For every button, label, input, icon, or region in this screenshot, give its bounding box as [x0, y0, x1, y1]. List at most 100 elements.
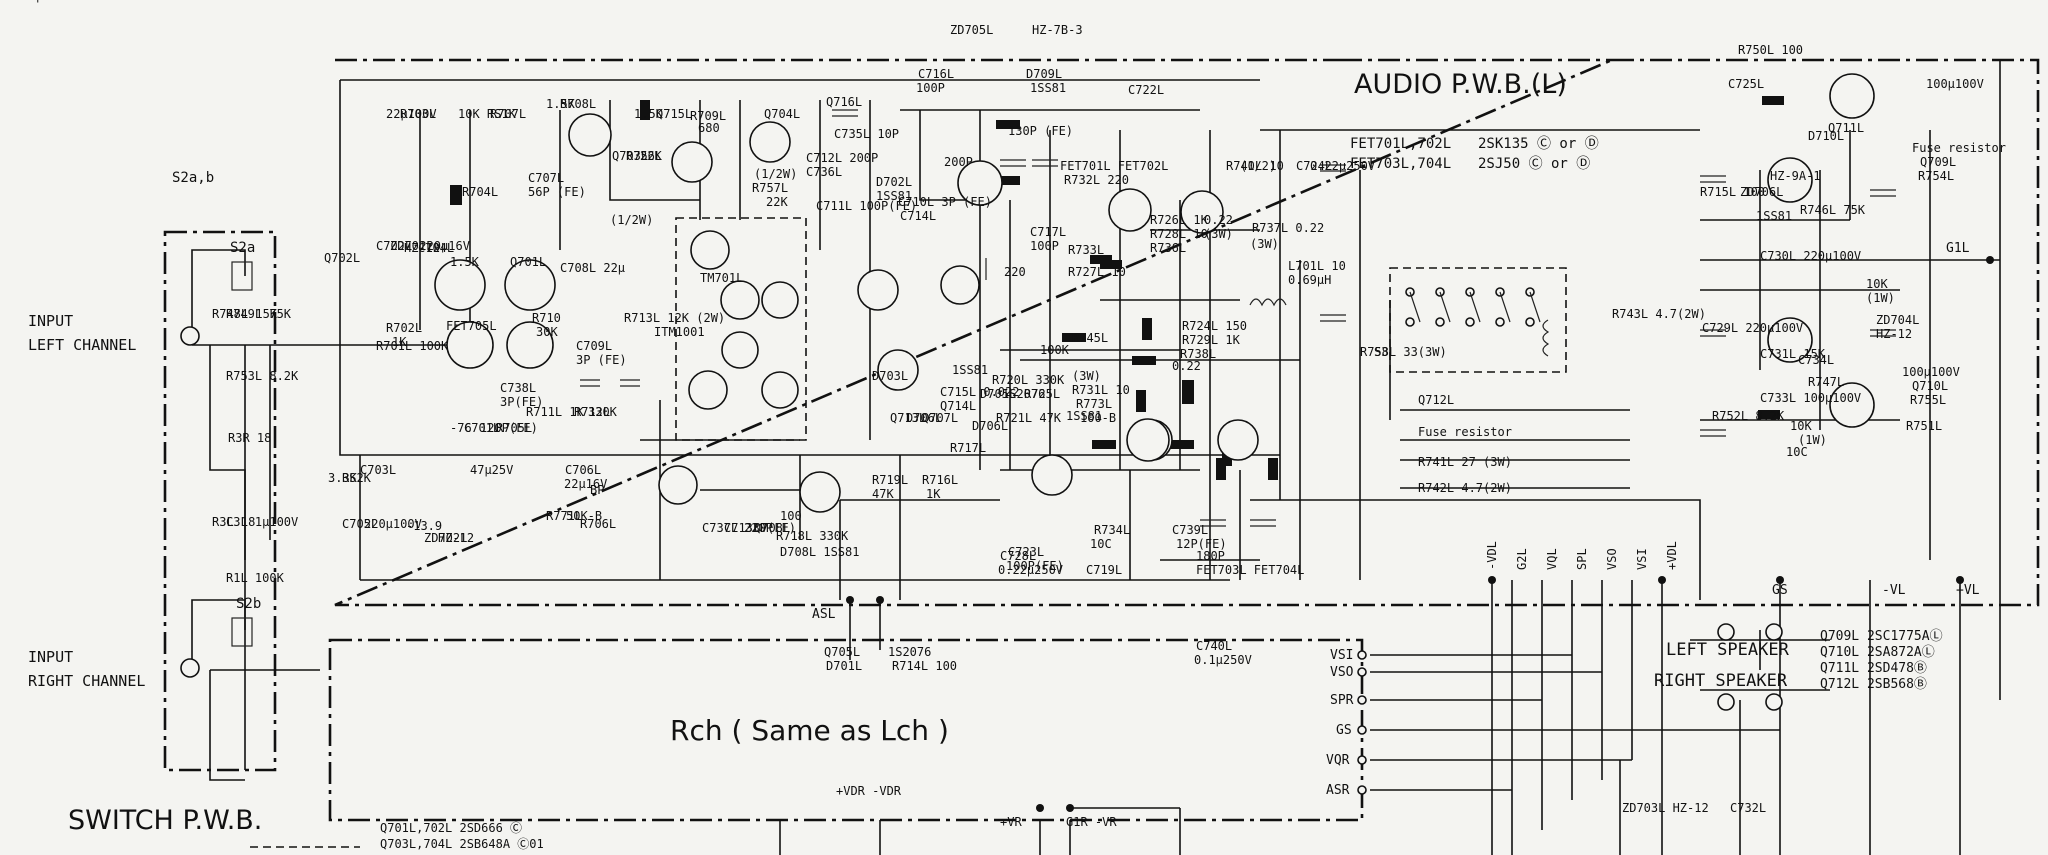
- component-label: HZ-7B-3: [1032, 23, 1083, 37]
- component-label: R754L: [1918, 169, 1954, 183]
- component-label: 220P: [744, 521, 773, 535]
- component-label: 1.5K: [546, 97, 576, 111]
- bus-label-spl: SPL: [1575, 548, 1589, 570]
- component-label: 10C: [1090, 537, 1112, 551]
- component-label: R715L 100: [1700, 185, 1765, 199]
- component-label: 100P(FE): [1006, 559, 1064, 573]
- component-label: (1W): [1866, 291, 1895, 305]
- component-label: 1SS81: [876, 189, 912, 203]
- component-label: Q701L: [510, 255, 546, 269]
- component-label: C729L 220μ100V: [1702, 321, 1803, 335]
- component-label: Q712L: [1418, 393, 1454, 407]
- component-label: 22μ16V: [564, 477, 607, 491]
- component-label: 0.69μH: [1288, 273, 1331, 287]
- rch-note: Rch ( Same as Lch ): [670, 714, 949, 747]
- component-label: R712L: [574, 405, 610, 419]
- component-label: Q703L: [612, 149, 648, 163]
- component-label: 1SS81: [1756, 209, 1792, 223]
- switch-contacts: [180, 256, 1994, 812]
- board-outlines: [163, 58, 2040, 848]
- component-label: C723L: [1008, 545, 1044, 559]
- component-label: R728L 10: [1150, 227, 1208, 241]
- component-label: 3.3K: [328, 471, 358, 485]
- component-label: R747L: [1808, 375, 1844, 389]
- component-label: 3P (FE): [576, 353, 627, 367]
- component-label: C3L 1μ100V: [226, 515, 298, 529]
- component-label: C728L: [1000, 549, 1036, 563]
- component-label: C701L: [464, 421, 500, 435]
- component-label: C715L 0.022: [940, 385, 1019, 399]
- component-label: ZD701L: [390, 239, 433, 253]
- component-label: C707L: [528, 171, 564, 185]
- component-label: R742L 4.7(2W): [1418, 481, 1512, 495]
- component-label: R745L: [1072, 331, 1108, 345]
- component-label: C730L 220μ100V: [1760, 249, 1861, 263]
- capacitors: [580, 109, 1896, 527]
- right-speaker-label: RIGHT SPEAKER: [1654, 671, 1788, 691]
- component-label: 10K: [1866, 277, 1888, 291]
- component-label: C714L: [900, 209, 936, 223]
- component-label: R709L: [690, 109, 726, 123]
- component-label: -76: [450, 421, 472, 435]
- component-label: C737L 33P(FE): [702, 521, 796, 535]
- fet-table-row-2-parts: FET703L,704L: [1350, 156, 1451, 172]
- component-label: R746L 75K: [1800, 203, 1866, 217]
- component-label: C3R 1μ100V: [0, 0, 72, 3]
- component-label: Q715L: [656, 107, 692, 121]
- rch-terminal-spr: SPR: [1330, 693, 1354, 708]
- component-label: (1/2): [1240, 159, 1276, 173]
- component-label: Q704L: [764, 107, 800, 121]
- component-label: Q707L: [922, 411, 958, 425]
- component-label: 200P: [944, 155, 973, 169]
- component-label: R717L: [950, 441, 986, 455]
- supply-vr: +VR: [1000, 815, 1022, 829]
- component-label: C706L: [565, 463, 601, 477]
- bottom-table-2: Q703L,704L 2SB648A Ⓒ01: [380, 837, 544, 851]
- component-label: C734L: [1798, 353, 1834, 367]
- component-label: ZD703L HZ-12: [1622, 801, 1709, 815]
- component-label: 100-B: [1080, 411, 1116, 425]
- fet-table-row-1-parts: FET701L,702L: [1350, 136, 1451, 152]
- component-label: C708L 22μ: [560, 261, 625, 275]
- component-label: ZD705L: [950, 23, 993, 37]
- transistor-table-3: Q711L 2SD478Ⓑ: [1820, 661, 1927, 676]
- component-label: C705L: [342, 517, 378, 531]
- component-label: 0.22: [1172, 359, 1201, 373]
- fet-table-row-2-type: 2SJ50 Ⓒ or Ⓓ: [1478, 156, 1590, 172]
- fet-table-row-1-type: 2SK135 Ⓒ or Ⓓ: [1478, 136, 1599, 152]
- component-label: R749L 75K: [226, 307, 292, 321]
- bus-label-vso: VSO: [1605, 548, 1619, 570]
- bus-label-g2l: G2L: [1515, 548, 1529, 570]
- bottom-table-1: Q701L,702L 2SD666 Ⓒ: [380, 821, 522, 835]
- transistor-table-2: Q710L 2SA872AⓁ: [1820, 645, 1935, 660]
- component-label: R1R 100K: [0, 0, 59, 3]
- component-label: 180P: [1196, 549, 1225, 563]
- bus-label-vsi: VSI: [1635, 548, 1649, 570]
- switch-ref-label: S2a,b: [172, 170, 214, 186]
- audio-pwb-title: AUDIO P.W.B.(L): [1354, 69, 1567, 100]
- component-label: 1SS81: [1066, 409, 1102, 423]
- component-label: 22K: [766, 195, 788, 209]
- component-label: R743L 4.7(2W): [1612, 307, 1706, 321]
- component-label: 100μ100V: [1902, 365, 1960, 379]
- component-label: ZD702L: [424, 531, 467, 545]
- component-label: 1K: [926, 487, 941, 501]
- component-label: R752L 8.2K: [1712, 409, 1785, 423]
- component-label: HZ-12: [1876, 327, 1912, 341]
- component-label: 22K: [640, 149, 662, 163]
- component-label: R711L 1K: [526, 405, 585, 419]
- component-label: (3W): [1072, 369, 1101, 383]
- component-label: Q705L: [824, 645, 860, 659]
- component-label: R705L: [496, 421, 532, 435]
- component-label: Fuse resistor: [1912, 141, 2006, 155]
- component-label: R714L 100: [892, 659, 957, 673]
- component-label: R738L: [1180, 347, 1216, 361]
- component-label: R713L 12K (2W): [624, 311, 725, 325]
- component-label: R733L: [1068, 243, 1104, 257]
- component-label: R708L: [560, 97, 596, 111]
- component-label: C739L: [1172, 523, 1208, 537]
- component-label: R2R 10: [0, 0, 43, 3]
- component-label: R737L 0.22: [1252, 221, 1324, 235]
- component-label: (1/2W): [754, 167, 797, 181]
